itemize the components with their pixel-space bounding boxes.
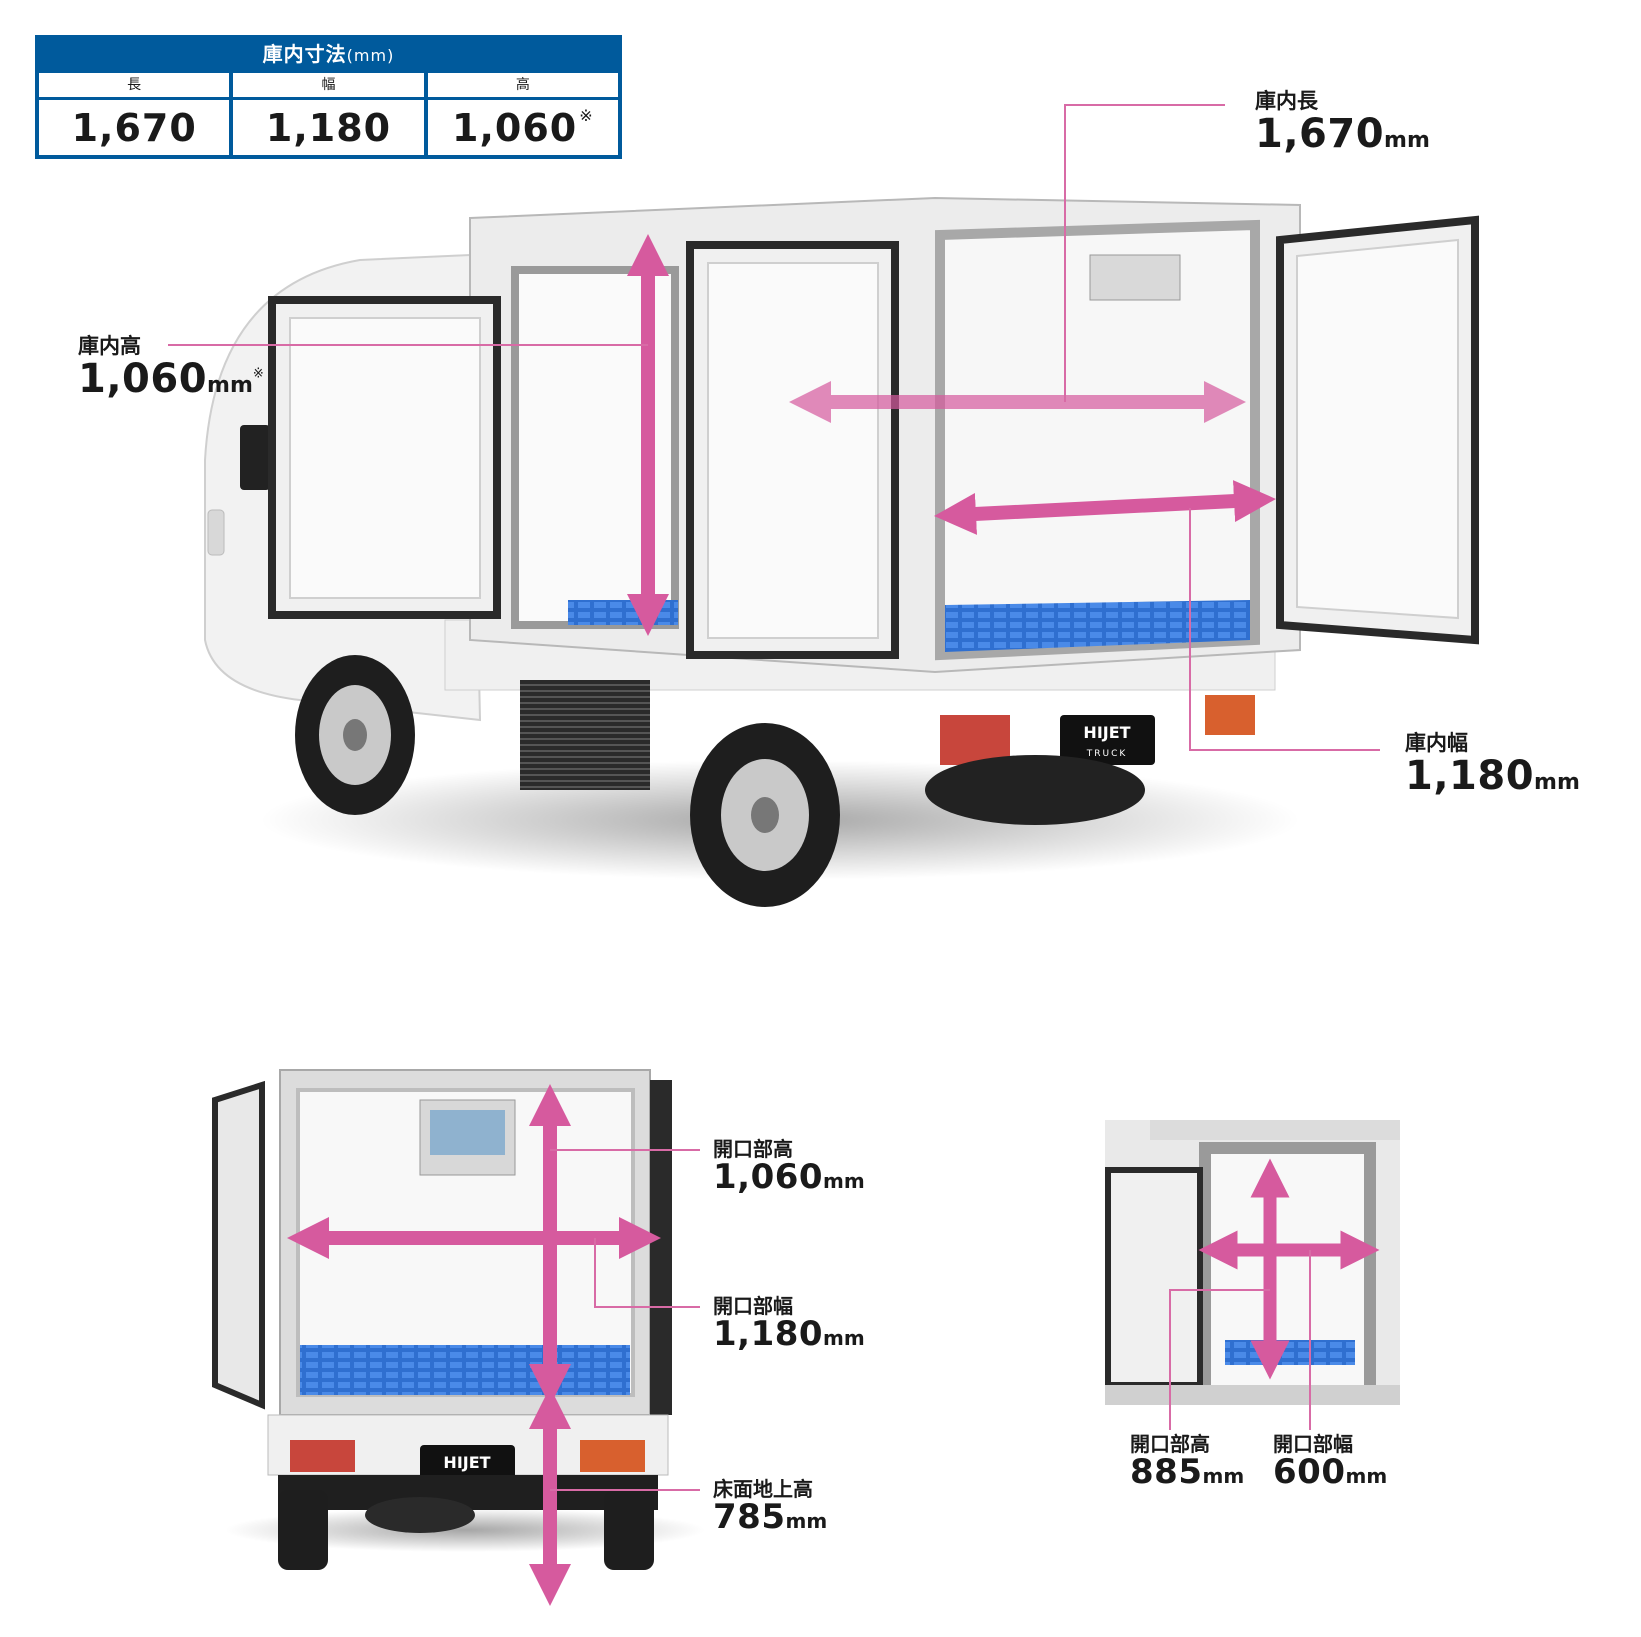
spec-col-height: 高 1,060※ (427, 73, 618, 155)
side-opening-leader-lines (1169, 1250, 1311, 1430)
inner-width-arrow (934, 480, 1276, 535)
inner-width-label: 庫内幅 (1405, 731, 1468, 755)
spec-header-length: 長 (39, 73, 230, 100)
inner-length-label: 庫内長 (1255, 89, 1318, 113)
inner-length-value: 1,670 (1255, 111, 1385, 158)
rear-opening-width-label: 開口部幅 (713, 1294, 793, 1318)
rear-truck-illustration: HIJET TRUCK (212, 1069, 705, 1570)
main-leader-lines (168, 104, 1380, 751)
rear-opening-width-value: 1,180 (713, 1314, 824, 1354)
side-opening-height-callout: 開口部高 885mm (1130, 1433, 1244, 1491)
main-truck-badge-line1: HIJET (1083, 723, 1130, 742)
main-truck-badge-line2: TRUCK (1086, 749, 1128, 759)
spec-table-title: 庫内寸法(mm) (35, 35, 622, 73)
rear-opening-height-unit: mm (823, 1169, 865, 1193)
spec-col-length: 長 1,670 (39, 73, 230, 155)
rear-leader-lines (550, 1149, 700, 1491)
main-truck-wheel-rear (690, 723, 840, 907)
side-opening-width-value: 600 (1273, 1452, 1346, 1492)
spec-value-length: 1,670 (71, 105, 197, 150)
inner-width-value: 1,180 (1405, 753, 1535, 800)
inner-width-unit: mm (1534, 770, 1580, 796)
spec-value-height: 1,060 (452, 105, 578, 150)
floor-height-value: 785 (713, 1497, 786, 1537)
main-truck-illustration: HIJET TRUCK (204, 196, 1479, 907)
dimension-spec-table: 庫内寸法(mm) 長 1,670 幅 1,180 高 1,060※ (35, 35, 622, 159)
floor-height-callout: 床面地上高 785mm (713, 1478, 827, 1536)
spec-title-text: 庫内寸法 (262, 42, 347, 66)
side-opening-height-value: 885 (1130, 1452, 1203, 1492)
spec-header-height: 高 (427, 73, 618, 100)
rear-opening-height-callout: 開口部高 1,060mm (713, 1138, 865, 1196)
floor-height-unit: mm (785, 1509, 828, 1533)
spec-note-mark: ※ (579, 106, 594, 125)
main-truck-wheel-front (295, 655, 415, 815)
rear-opening-height-label: 開口部高 (713, 1137, 793, 1161)
main-truck-side-door-right (686, 241, 899, 659)
inner-width-callout: 庫内幅 1,180mm (1405, 731, 1580, 800)
inner-height-value: 1,060 (78, 356, 208, 403)
spec-title-unit: (mm) (346, 46, 395, 65)
side-opening-detail-illustration (1105, 1120, 1400, 1405)
spec-col-width: 幅 1,180 (233, 73, 424, 155)
side-opening-width-unit: mm (1345, 1464, 1388, 1488)
rear-truck-badge-line1: HIJET (443, 1453, 490, 1472)
side-opening-arrows (1198, 1158, 1380, 1380)
spec-value-width: 1,180 (265, 105, 392, 150)
floor-height-label: 床面地上高 (713, 1477, 813, 1501)
rear-opening-width-callout: 開口部幅 1,180mm (713, 1295, 865, 1353)
side-opening-height-label: 開口部高 (1130, 1432, 1210, 1456)
rear-dimension-arrows (287, 1084, 661, 1606)
side-opening-height-unit: mm (1202, 1464, 1245, 1488)
main-dimension-arrows (627, 234, 1276, 636)
side-opening-width-label: 開口部幅 (1273, 1432, 1353, 1456)
inner-height-callout: 庫内高 1,060mm※ (78, 334, 265, 403)
side-opening-width-callout: 開口部幅 600mm (1273, 1433, 1387, 1491)
rear-opening-width-unit: mm (823, 1326, 865, 1350)
main-truck-side-door-left (268, 296, 501, 619)
inner-length-callout: 庫内長 1,670mm (1255, 89, 1430, 158)
rear-opening-height-value: 1,060 (713, 1157, 824, 1197)
inner-height-unit: mm (207, 373, 253, 399)
main-truck-rear-door (1276, 215, 1479, 645)
inner-height-label: 庫内高 (78, 334, 141, 358)
inner-height-note-mark: ※ (252, 366, 265, 382)
inner-length-unit: mm (1384, 128, 1430, 154)
spec-header-width: 幅 (233, 73, 424, 100)
